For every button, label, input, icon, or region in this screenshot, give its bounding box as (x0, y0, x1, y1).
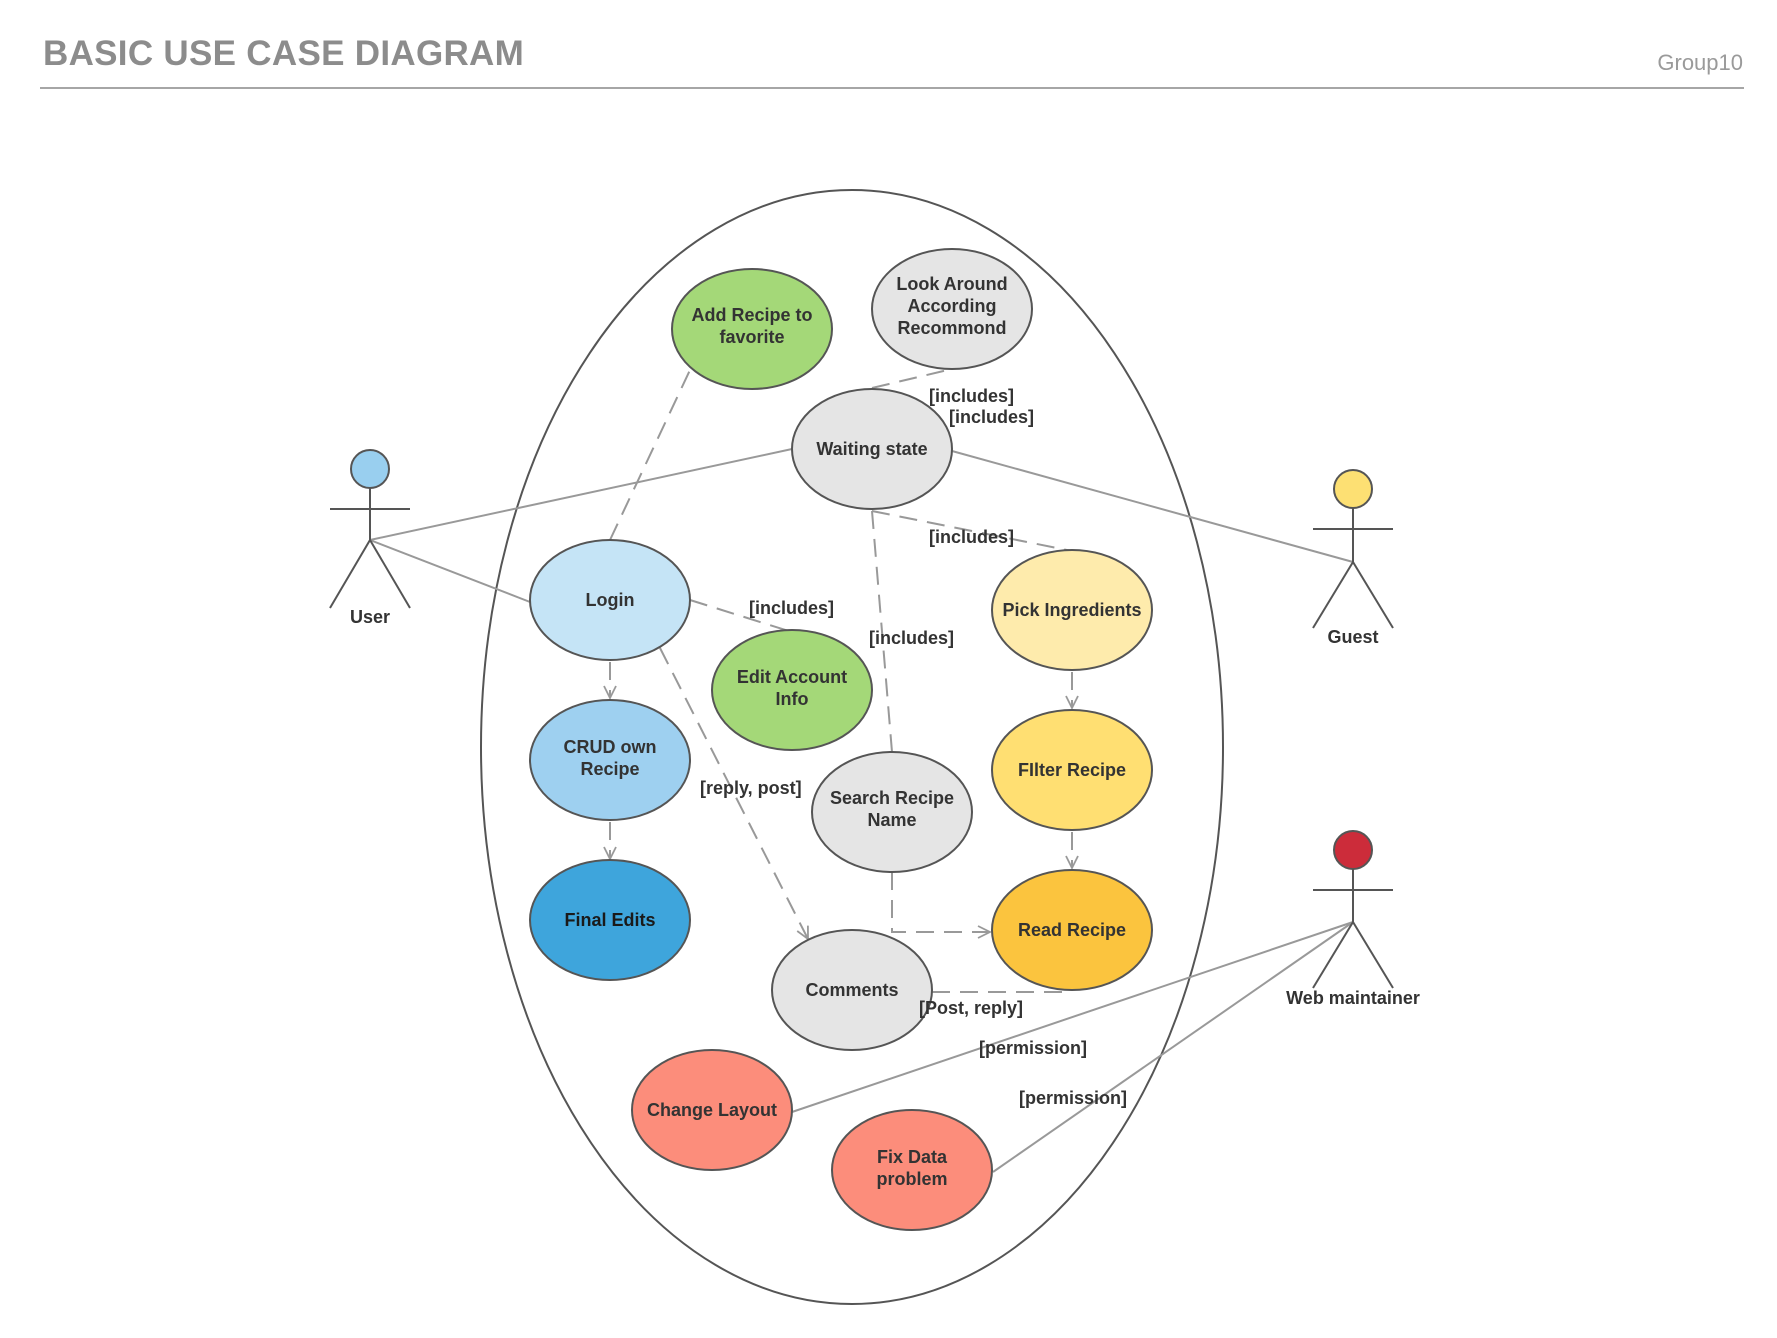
edge-label-permission: [permission] (979, 1038, 1087, 1058)
header-divider (40, 87, 1744, 89)
assoc-guest-waiting (951, 450, 1354, 563)
page-title: BASIC USE CASE DIAGRAM (43, 34, 525, 73)
use-case-label: favorite (719, 327, 784, 347)
dep-login-editaccount (689, 599, 793, 633)
use-case-label: According (907, 296, 996, 316)
dep-waiting-lookaround (871, 368, 953, 389)
edge-label-reply-post: [reply, post] (700, 778, 802, 798)
use-case-look-around-according-recommond[interactable]: Look Around According Recommond (871, 248, 1033, 370)
use-case-crud-own-recipe[interactable]: CRUD own Recipe (529, 699, 691, 821)
actor-label: Web maintainer (1286, 988, 1420, 1008)
edge-label-post-reply: [Post, reply] (919, 998, 1023, 1018)
use-case-label: Name (867, 810, 916, 830)
use-case-login[interactable]: Login (529, 539, 691, 661)
dep-waiting-search (871, 510, 893, 753)
use-case-label: Fix Data (877, 1147, 948, 1167)
system-boundary (480, 189, 1224, 1305)
edge-label-includes: [includes] (949, 407, 1034, 427)
use-case-label: Edit Account (737, 667, 847, 687)
actor-head (350, 449, 390, 489)
use-case-label: Final Edits (564, 910, 655, 930)
use-case-label: Search Recipe (830, 788, 954, 808)
use-case-label: FIlter Recipe (1018, 760, 1126, 780)
use-case-label: Add Recipe to (691, 305, 812, 325)
actor-guest[interactable]: Guest (1312, 469, 1394, 647)
actor-user[interactable]: User (329, 449, 411, 627)
use-case-label: Look Around (896, 274, 1007, 294)
dep-search-read (891, 872, 990, 932)
use-case-label: Login (586, 590, 635, 610)
edge-label-includes: [includes] (929, 386, 1014, 406)
actor-head (1333, 830, 1373, 870)
assoc-maintainer-layout (791, 921, 1354, 1113)
use-case-label: Pick Ingredients (1002, 600, 1141, 620)
assoc-user-login (369, 539, 531, 603)
actor-label: Guest (1327, 627, 1378, 647)
use-case-label: Comments (805, 980, 898, 1000)
use-case-filter-recipe[interactable]: FIlter Recipe (991, 709, 1153, 831)
use-case-label: Change Layout (647, 1100, 777, 1120)
use-case-add-recipe-to-favorite[interactable]: Add Recipe to favorite (671, 268, 833, 390)
assoc-user-waiting (369, 448, 793, 541)
use-case-pick-ingredients[interactable]: Pick Ingredients (991, 549, 1153, 671)
use-case-read-recipe[interactable]: Read Recipe (991, 869, 1153, 991)
dep-waiting-pick (871, 510, 1073, 552)
edge-label-permission: [permission] (1019, 1088, 1127, 1108)
use-case-comments[interactable]: Comments (771, 929, 933, 1051)
actor-head (1333, 469, 1373, 509)
assoc-maintainer-fixdata (992, 921, 1354, 1173)
edge-label-includes: [includes] (929, 527, 1014, 547)
group-name: Group10 (1657, 50, 1743, 75)
use-case-change-layout[interactable]: Change Layout (631, 1049, 793, 1171)
use-case-label: Read Recipe (1018, 920, 1126, 940)
use-case-label: Info (776, 689, 809, 709)
use-case-edit-account-info[interactable]: Edit Account Info (711, 629, 873, 751)
use-case-label: CRUD own (564, 737, 657, 757)
use-case-fix-data-problem[interactable]: Fix Data problem (831, 1109, 993, 1231)
use-case-waiting-state[interactable]: Waiting state (791, 388, 953, 510)
actor-label: User (350, 607, 390, 627)
use-case-search-recipe-name[interactable]: Search Recipe Name (811, 751, 973, 873)
use-case-label: Recommond (897, 318, 1006, 338)
edge-label-includes: [includes] (749, 598, 834, 618)
use-case-final-edits[interactable]: Final Edits (529, 859, 691, 981)
use-case-label: problem (876, 1169, 947, 1189)
use-case-label: Waiting state (816, 439, 927, 459)
actor-web-maintainer[interactable]: Web maintainer (1286, 830, 1420, 1008)
use-case-label: Recipe (580, 759, 639, 779)
dep-login-addfav (609, 369, 691, 541)
edge-label-includes: [includes] (869, 628, 954, 648)
